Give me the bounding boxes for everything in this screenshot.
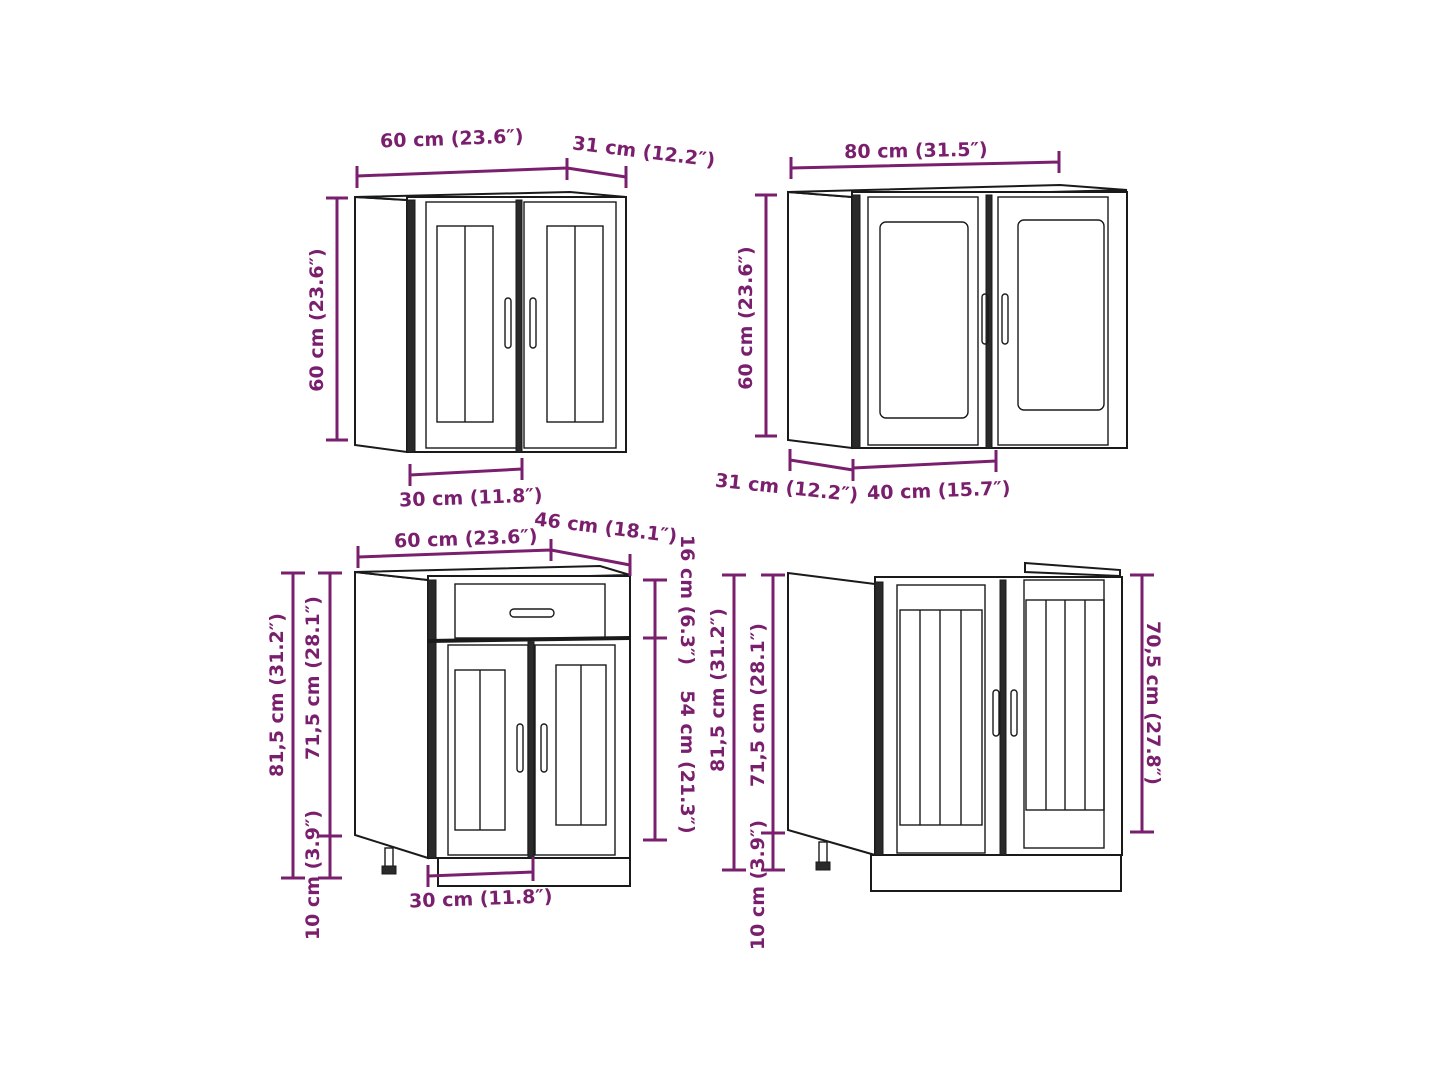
base60-total-height-label: 81,5 cm (31.2″) <box>266 613 288 777</box>
sink80-body-height-label: 71,5 cm (28.1″) <box>747 623 769 787</box>
base60-depth-label: 46 cm (18.1″) <box>533 508 678 547</box>
wall80-depth-label: 31 cm (12.2″) <box>714 470 859 507</box>
base60-door-height-label: 54 cm (21.3″) <box>676 690 698 833</box>
base60-leg-height-label: 10 cm (3.9″) <box>302 810 324 940</box>
wall60-width-label: 60 cm (23.6″) <box>380 126 524 153</box>
wall-cabinet-80-drawing <box>787 183 1128 450</box>
base-cabinet-drawer-drawing <box>354 564 631 887</box>
wall60-depth-label: 31 cm (12.2″) <box>571 132 716 171</box>
sink80-total-height-label: 81,5 cm (31.2″) <box>707 608 729 772</box>
wall60-door-width-label: 30 cm (11.8″) <box>399 485 543 512</box>
sink80-leg-height-label: 10 cm (3.9″) <box>747 820 769 950</box>
sink-base-cabinet-drawing <box>787 561 1123 892</box>
wall80-width-label: 80 cm (31.5″) <box>844 139 988 164</box>
wall60-height-label: 60 cm (23.6″) <box>306 248 328 391</box>
base60-body-height-label: 71,5 cm (28.1″) <box>302 596 324 760</box>
dimension-lines <box>281 151 1154 887</box>
wall80-door-width-label: 40 cm (15.7″) <box>867 478 1011 505</box>
wall80-height-label: 60 cm (23.6″) <box>735 246 757 389</box>
wall-cabinet-60-drawing <box>354 190 627 454</box>
sink80-door-height-label: 70,5 cm (27.8″) <box>1142 621 1164 785</box>
base60-door-width-label: 30 cm (11.8″) <box>409 886 553 913</box>
base60-width-label: 60 cm (23.6″) <box>394 526 538 553</box>
base60-drawer-height-label: 16 cm (6.3″) <box>676 535 698 665</box>
